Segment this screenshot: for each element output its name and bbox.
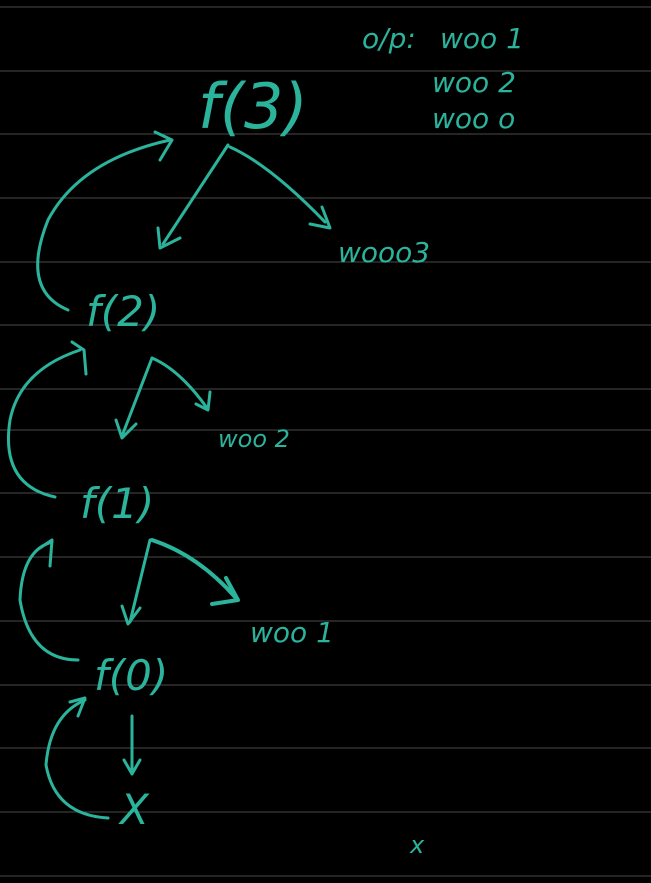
node-f3: f(3)	[198, 70, 308, 143]
print-woo2: woo 2	[218, 425, 290, 453]
arrow-f1-to-f0	[128, 538, 152, 624]
output-block: o/p: woo 1 woo 2 woo o	[362, 22, 524, 135]
arrow-f3-to-f2	[161, 143, 230, 246]
arrow-f1-to-woo1	[150, 538, 238, 600]
arrowhead-f0-to-base	[122, 758, 142, 776]
arrows-f2	[7, 340, 212, 499]
return-arrow-base-to-f0	[44, 698, 110, 820]
output-line-1: woo 1	[440, 22, 524, 55]
return-arrow-f2-to-f3	[36, 138, 172, 312]
print-woo3: wooo3	[338, 236, 430, 269]
arrows-f1	[18, 538, 240, 662]
arrow-f3-to-woo3	[228, 145, 327, 224]
node-f2: f(2)	[86, 287, 160, 336]
output-line-2: woo 2	[432, 66, 516, 99]
return-arrow-f0-to-f1	[18, 540, 80, 662]
return-arrowhead-f1-to-f2	[70, 340, 88, 376]
arrowhead-f2-to-f1	[114, 418, 138, 440]
node-base-x: X	[118, 785, 150, 834]
arrow-f2-to-woo2	[150, 356, 209, 410]
arrow-f2-to-f1	[120, 356, 154, 438]
arrowhead-f3-to-f2	[156, 226, 182, 250]
arrowhead-f2-to-woo2	[194, 390, 212, 412]
arrows-f3	[36, 130, 332, 312]
return-arrowhead-base-to-f0	[68, 696, 87, 718]
print-woo1: woo 1	[250, 616, 334, 649]
arrowhead-f3-to-woo3	[308, 205, 332, 230]
ruled-lines	[0, 6, 651, 877]
output-header: o/p:	[362, 22, 416, 55]
node-f1: f(1)	[80, 479, 154, 528]
node-f0: f(0)	[94, 651, 168, 700]
arrowhead-f1-to-woo1	[210, 576, 240, 606]
return-arrowhead-f2-to-f3	[153, 130, 174, 162]
arrows-f0	[44, 696, 142, 820]
return-arrowhead-f0-to-f1	[38, 538, 54, 568]
return-arrow-f1-to-f2	[7, 348, 82, 499]
arrowhead-f1-to-f0	[120, 604, 142, 626]
stray-x-mark: x	[409, 831, 425, 859]
output-line-3: woo o	[432, 102, 515, 135]
